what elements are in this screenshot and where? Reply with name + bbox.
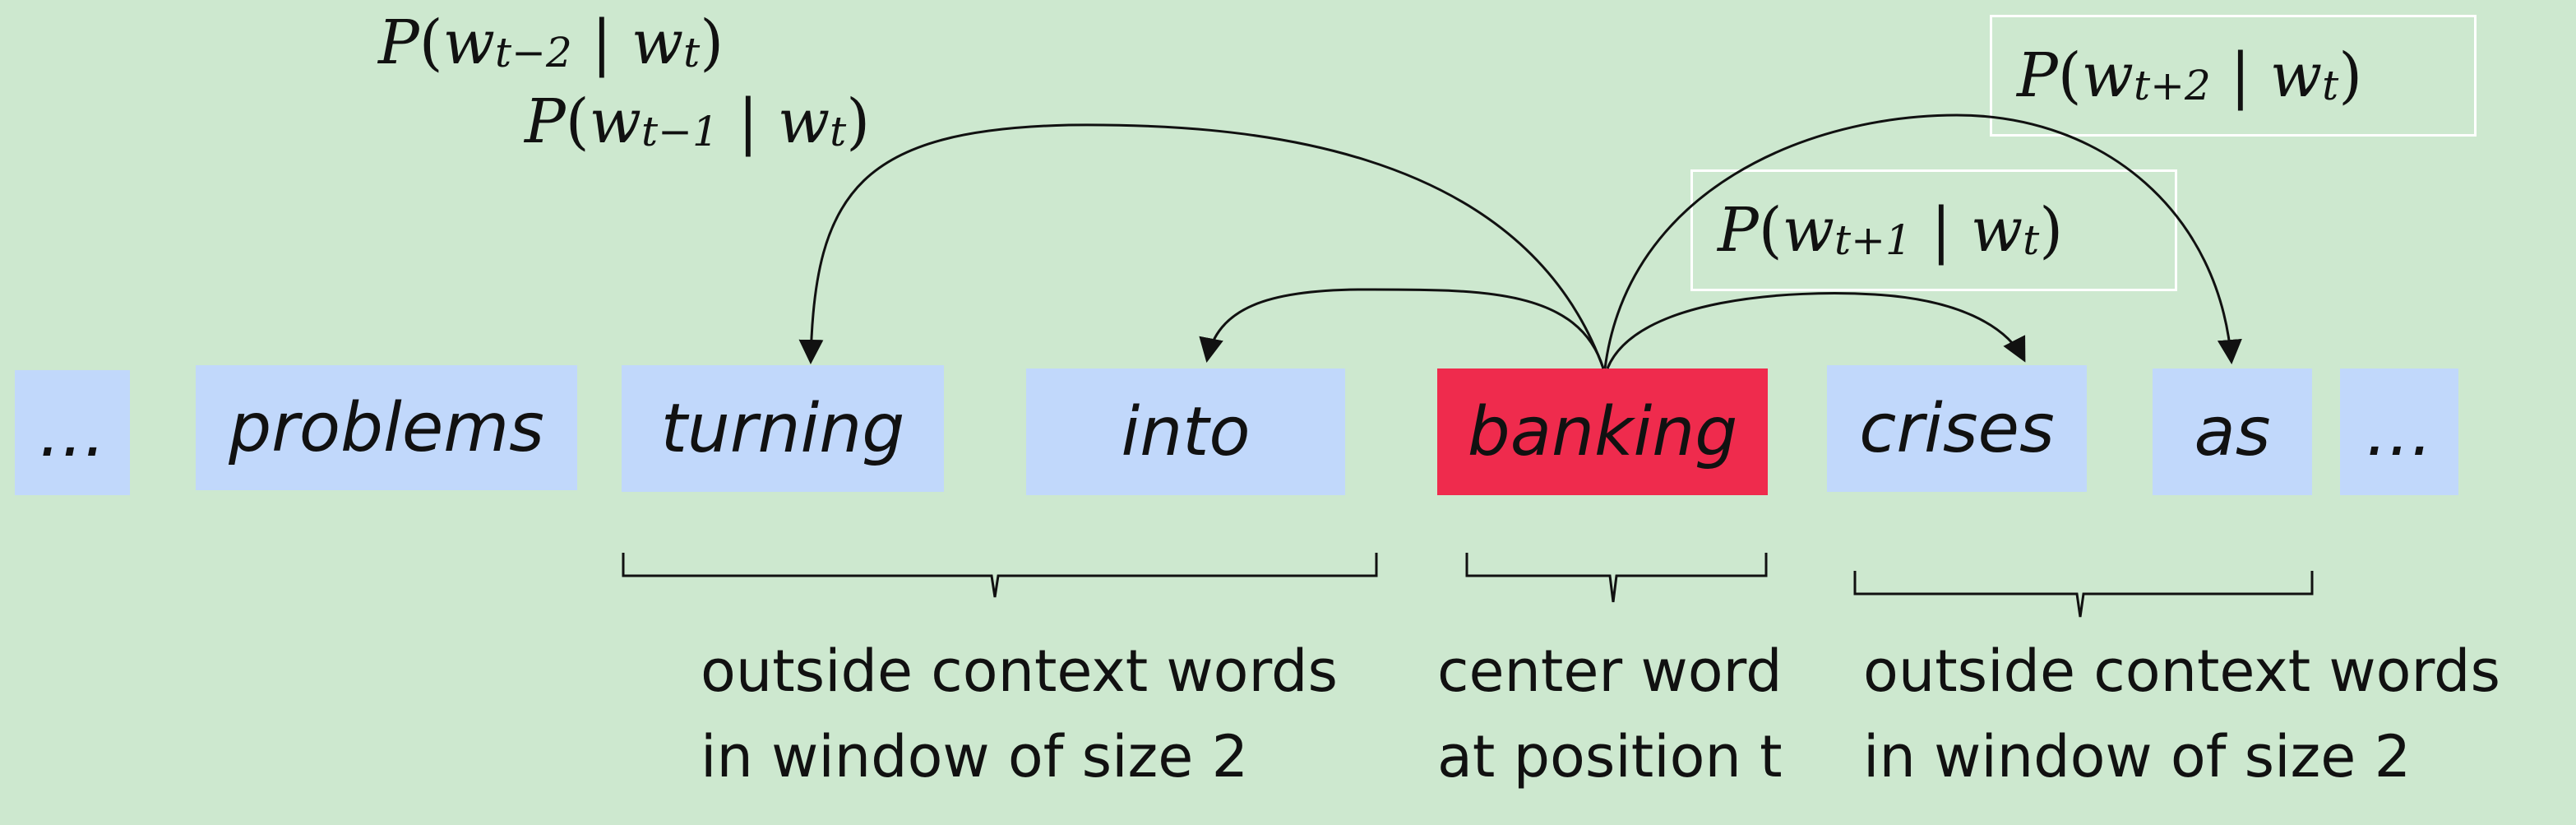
word-ellipsis-right: … [2340,368,2458,495]
brace-right [1853,571,2314,618]
word-ellipsis-left: … [15,370,130,495]
prob-cond: w [631,7,684,78]
arrow-to-as [1603,114,2242,369]
prob-bar: | [591,7,613,78]
prob-w: w [589,86,642,157]
prob-p: P [525,86,566,157]
word-text: as [2194,392,2271,471]
prob-cond: w [2269,40,2323,111]
prob-bar: | [1931,195,1952,266]
word-banking-center: banking [1437,368,1768,495]
prob-cond: w [1970,195,2023,266]
prob-cond-sub: t [830,108,847,155]
word-text: banking [1467,392,1738,471]
word-crises: crises [1827,365,2087,492]
prob-p: P [2017,40,2058,111]
caption-line: at position t [1437,723,1783,790]
prob-sub: t+2 [2134,62,2211,109]
prob-cond-sub: t [2322,62,2339,109]
word-text: … [39,393,106,472]
word-text: into [1121,392,1251,471]
caption-left-context: outside context words in window of size … [701,628,1338,800]
prob-sub: t−2 [495,29,572,76]
prob-sub: t−1 [641,108,719,155]
word-as: as [2153,368,2312,495]
prob-cond-sub: t [683,29,701,76]
caption-center-word: center word at position t [1437,628,1783,800]
arrow-to-crises [1606,292,2026,369]
caption-line: center word [1437,637,1783,705]
word-text: crises [1859,389,2055,468]
prob-sub: t+1 [1834,216,1912,264]
prob-w: w [442,7,496,78]
prob-bar: | [2230,40,2251,111]
prob-p: P [378,7,419,78]
brace-center [1465,553,1768,603]
caption-line: in window of size 2 [701,723,1249,790]
word-text: problems [229,388,544,467]
prob-w: w [2081,40,2134,111]
caption-line: outside context words [1863,637,2500,705]
word-text: … [2366,392,2433,471]
caption-right-context: outside context words in window of size … [1863,628,2500,800]
word-turning: turning [622,365,944,492]
word-into: into [1026,368,1345,495]
prob-p: P [1718,195,1759,266]
word-text: turning [660,389,905,468]
prob-cond: w [777,86,830,157]
prob-w: w [1782,195,1835,266]
word-problems: problems [196,365,577,490]
arrow-to-into [1199,288,1605,369]
prob-bar: | [738,86,759,157]
prob-cond-sub: t [2023,216,2040,264]
caption-line: in window of size 2 [1863,723,2412,790]
brace-left [622,553,1378,598]
caption-line: outside context words [701,637,1338,705]
arrow-to-turning [798,123,1605,369]
